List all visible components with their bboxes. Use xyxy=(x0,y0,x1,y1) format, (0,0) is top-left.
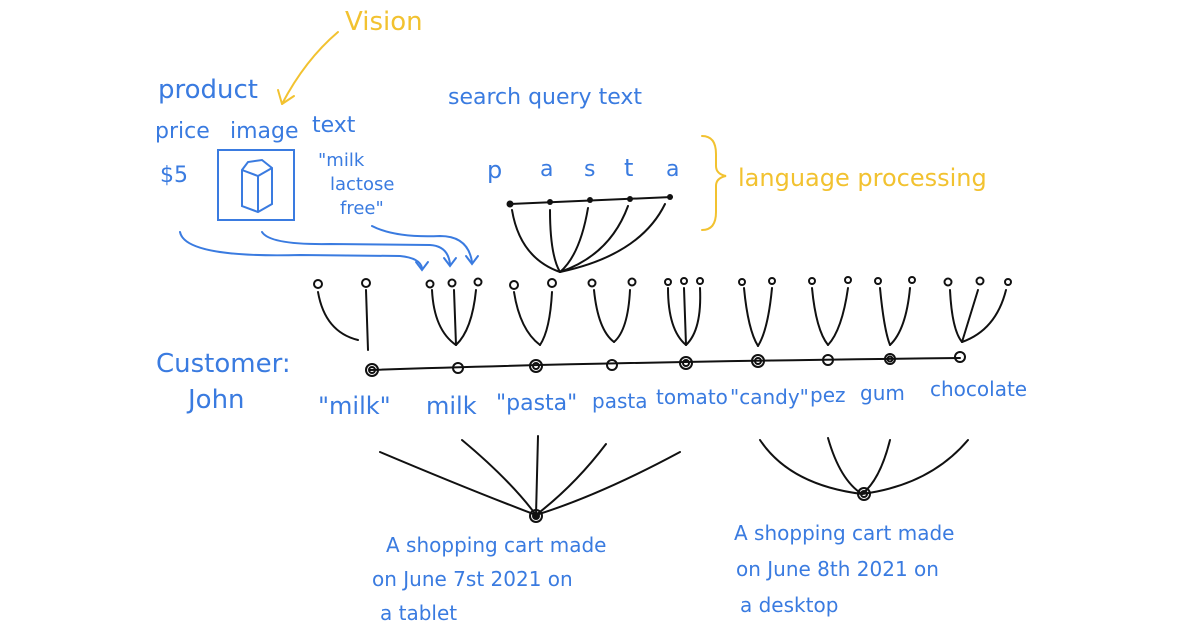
image-label: image xyxy=(230,119,299,144)
product-text-line2: lactose xyxy=(330,174,394,195)
pasta-letter: a xyxy=(540,157,553,182)
product-label: product xyxy=(158,75,258,105)
item-label: gum xyxy=(860,381,905,405)
item-label: "candy" xyxy=(730,385,809,409)
token-group-7 xyxy=(808,276,852,346)
token-group-2 xyxy=(425,277,483,346)
price-value: $5 xyxy=(160,163,188,188)
item-label: "pasta" xyxy=(496,391,577,416)
cart-2-caption-line1: A shopping cart made xyxy=(734,521,954,545)
pasta-letter: s xyxy=(584,157,595,182)
char-fan-line xyxy=(549,209,561,273)
token-group-5 xyxy=(664,277,704,346)
vision-label: Vision xyxy=(345,7,423,37)
item-node-7 xyxy=(822,354,834,366)
text-arrow xyxy=(371,225,473,263)
product-text-line1: "milk xyxy=(318,150,365,171)
customer-session-line xyxy=(369,357,961,371)
item-node-6 xyxy=(751,354,765,368)
token-group-6 xyxy=(738,277,776,347)
text-label: text xyxy=(312,113,356,138)
token-group-4 xyxy=(587,277,637,343)
pasta-letter: t xyxy=(624,154,633,182)
item-label: "milk" xyxy=(318,392,391,420)
price-label: price xyxy=(155,119,210,144)
pasta-letter: a xyxy=(666,157,679,182)
token-group-1 xyxy=(313,278,371,351)
image-arrow xyxy=(261,231,451,265)
cart-2-caption-line2: on June 8th 2021 on xyxy=(736,557,939,581)
vision-arrow xyxy=(281,31,339,105)
text-arrow-head xyxy=(465,255,479,266)
char-node xyxy=(627,196,633,202)
cart-1-caption-line3: a tablet xyxy=(380,601,457,625)
item-node-5 xyxy=(679,356,693,370)
language-bracket xyxy=(701,135,727,231)
item-node-8 xyxy=(884,353,896,365)
item-label: tomato xyxy=(656,385,728,409)
product-image-box xyxy=(217,149,295,221)
cart-1-caption-line2: on June 7st 2021 on xyxy=(372,567,573,591)
vision-arrow-head xyxy=(277,89,295,105)
char-node xyxy=(547,199,553,205)
item-node-4 xyxy=(606,359,618,371)
cart-1-fan xyxy=(379,435,681,523)
char-node xyxy=(667,194,673,200)
char-fan-line xyxy=(511,209,561,273)
price-arrow xyxy=(179,231,423,269)
item-node-1 xyxy=(365,363,379,377)
token-group-8 xyxy=(874,276,916,346)
item-label: pez xyxy=(810,383,846,407)
language-processing-label: language processing xyxy=(738,164,987,192)
cart-2-fan xyxy=(759,437,969,501)
product-text-line3: free" xyxy=(340,198,384,219)
char-fan-line xyxy=(559,205,629,273)
customer-label-line1: Customer: xyxy=(156,349,291,379)
char-node xyxy=(587,197,593,203)
item-node-3 xyxy=(529,359,543,373)
item-label: pasta xyxy=(592,389,647,413)
char-fan-line xyxy=(559,203,666,273)
token-group-9 xyxy=(943,276,1012,343)
item-label: milk xyxy=(426,392,477,420)
item-node-2 xyxy=(452,362,464,374)
item-node-9 xyxy=(954,351,966,363)
item-label: chocolate xyxy=(930,377,1027,401)
token-group-3 xyxy=(509,278,557,346)
price-arrow-head xyxy=(415,261,429,272)
pasta-letter: p xyxy=(487,156,502,184)
milk-carton-icon xyxy=(241,158,273,214)
char-node xyxy=(506,200,514,208)
customer-label-line2: John xyxy=(186,385,245,415)
image-arrow-head xyxy=(443,257,457,268)
search-query-label: search query text xyxy=(448,85,642,110)
char-fan-line xyxy=(559,207,589,273)
cart-1-caption-line1: A shopping cart made xyxy=(386,533,606,557)
cart-2-caption-line3: a desktop xyxy=(740,593,838,617)
